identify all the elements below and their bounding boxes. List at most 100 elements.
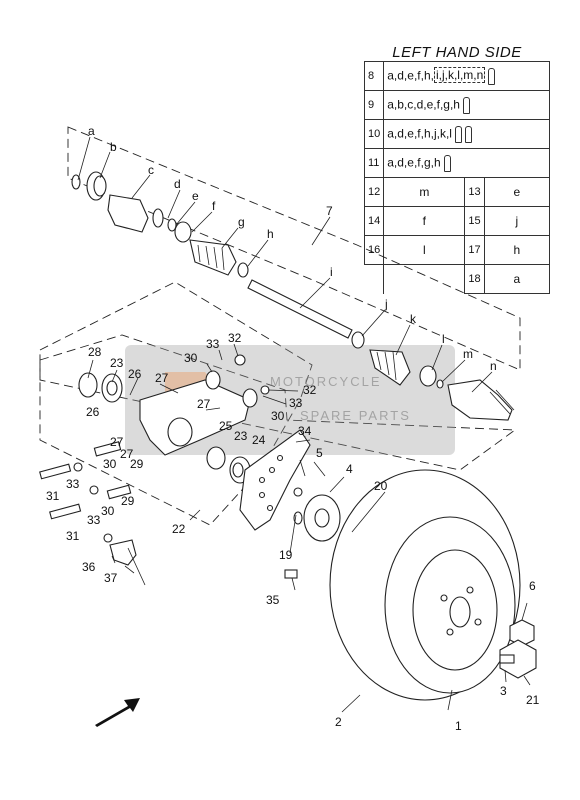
label-c: c <box>148 163 154 177</box>
label-26: 26 <box>128 367 142 381</box>
seal-24-inner <box>232 462 244 478</box>
label-35: 35 <box>266 593 280 607</box>
table-row: 9 a,b,c,d,e,f,g,h <box>363 90 550 120</box>
rim-center <box>449 596 471 628</box>
inner-joint-c <box>107 194 149 233</box>
lug-hole <box>474 618 482 626</box>
bushing-30-top <box>205 370 221 390</box>
bracket-arm <box>127 547 146 586</box>
drive-shaft-group-outline <box>67 126 521 371</box>
disc-hole <box>276 454 284 462</box>
lug-hole <box>440 594 448 602</box>
seal-28 <box>78 372 98 398</box>
table-row: 18 a <box>364 264 551 294</box>
bolt-35 <box>284 569 298 579</box>
table-row: 16 l 17 h <box>363 235 551 265</box>
table-title: LEFT HAND SIDE <box>392 44 522 61</box>
disc-hole <box>266 504 274 512</box>
watermark-text-line2: SPARE PARTS <box>300 408 411 423</box>
hub-bolt-5 <box>293 487 303 497</box>
outer-joint-n-splines <box>489 389 515 415</box>
boot-g-ribs <box>197 244 225 271</box>
ring-m <box>436 379 444 389</box>
disc-hole <box>258 491 266 499</box>
row-number: 11 <box>363 148 385 178</box>
table-row: 8 a,d,e,f,h,i,j,k,l,m,n <box>363 61 550 91</box>
label-23: 23 <box>234 429 248 443</box>
circlip-d <box>152 208 164 228</box>
row-number: 15 <box>464 206 485 236</box>
row-parts-text: a,b,c,d,e,f,g,h <box>387 97 460 112</box>
label-g: g <box>238 215 245 229</box>
row-parts-boxed-text: i,j,k,l,m,n <box>433 67 486 84</box>
front-arrow-icon <box>95 698 140 727</box>
label-30: 30 <box>184 351 198 365</box>
label-24: 24 <box>252 433 266 447</box>
label-27: 27 <box>155 371 169 385</box>
row-number <box>364 264 385 294</box>
grease-tube-icon <box>462 96 470 114</box>
label-21: 21 <box>526 693 540 707</box>
label-7: 7 <box>326 204 333 218</box>
boot-band-f <box>174 221 192 243</box>
row-number: 13 <box>464 177 485 207</box>
lug-hole <box>446 628 454 636</box>
table-row: 10 a,d,e,f,h,j,k,l <box>363 119 550 149</box>
bolt-36 <box>103 533 113 543</box>
label-31: 31 <box>66 529 80 543</box>
boot-g <box>189 239 237 276</box>
row-parts-text: a,d,e,f,h,j,k,l <box>387 126 452 141</box>
row-parts-text: a,d,e,f,h <box>387 68 431 83</box>
shaft-i <box>247 279 353 339</box>
grease-tube-icon <box>464 125 472 143</box>
brake-disc-34 <box>239 429 311 531</box>
grease-tube-icon <box>488 67 496 85</box>
nut-32-right <box>260 385 270 395</box>
label-31: 31 <box>46 489 60 503</box>
label-30: 30 <box>101 504 115 518</box>
left-hand-side-table: 8 a,d,e,f,h,i,j,k,l,m,n 9 a,b,c,d,e,f,g,… <box>363 61 551 294</box>
label-27: 27 <box>197 397 211 411</box>
label-5: 5 <box>316 446 323 460</box>
disc-hole <box>268 466 276 474</box>
label-j: j <box>384 297 388 311</box>
label-36: 36 <box>82 560 96 574</box>
bolt-31-bottom <box>49 503 82 520</box>
label-4: 4 <box>346 462 353 476</box>
label-33: 33 <box>87 513 101 527</box>
band-j <box>351 331 365 349</box>
label-33: 33 <box>206 337 220 351</box>
letter-leader-lines <box>77 136 493 393</box>
bearing-b-inner <box>93 175 107 197</box>
band-h <box>237 262 249 278</box>
nut-32-top <box>234 354 246 366</box>
circlip-a <box>71 174 81 190</box>
grease-tube-icon <box>454 125 462 143</box>
disc-hole <box>258 476 266 484</box>
label-3: 3 <box>500 684 507 698</box>
label-29: 29 <box>130 457 144 471</box>
label-20: 20 <box>374 479 388 493</box>
knuckle-bore <box>167 417 193 447</box>
lug-hole <box>466 586 474 594</box>
label-l: l <box>442 332 445 346</box>
outer-joint-n <box>447 379 513 421</box>
label-i: i <box>330 265 333 279</box>
label-f: f <box>212 199 216 213</box>
spacer-29-bottom <box>106 484 132 500</box>
row-number: 18 <box>464 264 485 294</box>
label-37: 37 <box>104 571 118 585</box>
label-h: h <box>267 227 274 241</box>
grease-tube-icon <box>443 154 451 172</box>
label-k: k <box>410 312 417 326</box>
table-row: 11 a,d,e,f,g,h <box>363 148 550 178</box>
label-32: 32 <box>303 383 317 397</box>
label-33: 33 <box>66 477 80 491</box>
label-33: 33 <box>289 396 303 410</box>
label-2: 2 <box>335 715 342 729</box>
row-value: a <box>483 264 551 294</box>
knuckle <box>139 379 251 456</box>
label-d: d <box>174 177 181 191</box>
bearing-23-left-inner <box>106 380 118 396</box>
